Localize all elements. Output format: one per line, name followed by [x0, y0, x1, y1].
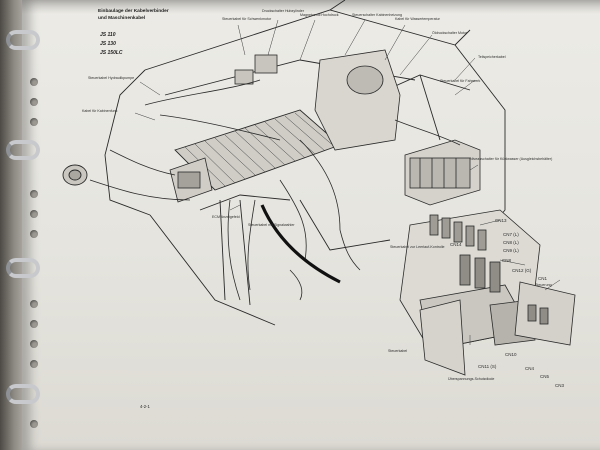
- model-js130: JS 130: [100, 41, 116, 47]
- heading-line-1: Einbaulage der Kabelverbinder: [98, 8, 169, 14]
- punch-hole-icon: [30, 360, 38, 368]
- callout-teilspeicher: Teilspeicherkabel: [478, 55, 506, 59]
- punch-hole-icon: [30, 230, 38, 238]
- punch-hole-icon: [30, 320, 38, 328]
- connector-cn8: CN8: [502, 258, 511, 263]
- callout-schwenkmotor: Steuerkabel für Schwenkmotor: [222, 17, 272, 21]
- battery-unit: [404, 139, 481, 206]
- connector-cn8l: CN8 (L): [503, 240, 519, 245]
- model-js150lc: JS 150LC: [100, 50, 123, 56]
- binder-ring-icon: [6, 30, 40, 50]
- connector-cn10: CN10: [505, 352, 517, 357]
- punch-hole-icon: [30, 420, 38, 428]
- connector-cn7: CN7 (L): [503, 232, 519, 237]
- callout-hydraulikpumpe: Steuerkabel Hydraulikpumpe: [88, 76, 134, 80]
- connector-cn1: CN1: [538, 276, 547, 281]
- punch-hole-icon: [30, 98, 38, 106]
- connector-cn3: CN3: [555, 383, 564, 388]
- control-box-detail: [399, 209, 576, 376]
- connector-cn12: CN12 (G): [512, 268, 532, 273]
- wiring-harness: [89, 79, 461, 301]
- binder-ring-icon: [6, 140, 40, 160]
- connector-cn5: CN5: [540, 374, 549, 379]
- page-top-shadow: [22, 0, 600, 14]
- punch-hole-icon: [30, 78, 38, 86]
- model-js110: JS 110: [100, 32, 116, 38]
- callout-kabinenfunk: Kabel für Kabinenfunk: [82, 109, 118, 113]
- cooler-hatching: [184, 112, 336, 187]
- callout-kuehlwasser: Niveauschalter für Kühlwasser (Ausgleich…: [470, 157, 552, 161]
- connector-cn14: CN14: [450, 242, 462, 247]
- connector-cn13: CN13: [495, 218, 507, 223]
- page-number: 4-2-1: [140, 404, 150, 409]
- heading-line-2: und Maschinenkabel: [98, 15, 145, 21]
- callout-magnetventil: Magnetventil Hochdruck: [300, 13, 339, 17]
- callout-fahrwerk: Steuerkabel für Fahrwerk: [440, 79, 481, 83]
- connector-cn11: CN11 (S): [478, 364, 497, 369]
- punch-hole-icon: [30, 340, 38, 348]
- connector-cn4: CN4: [525, 366, 534, 371]
- detail-pointer-curve: [260, 204, 341, 284]
- engine-block: [234, 49, 401, 151]
- ecm-display-panel: [169, 157, 213, 203]
- punch-hole-icon: [30, 210, 38, 218]
- callout-labels: Steuerkabel für Schwenkmotor Druckschalt…: [82, 9, 552, 381]
- callout-leaders: [134, 19, 561, 345]
- callout-kabinenheizung: Steuerschalter Kabinenheizung: [352, 13, 402, 17]
- callout-druckschalter-hub: Druckschalter Hubzylinder: [262, 9, 305, 13]
- connector-labels: CN13 CN14 CN7 (L) CN8 (L) CN9 (L) CN8 CN…: [450, 218, 564, 388]
- callout-oeldruck: Öldruckschalter Motor: [432, 31, 468, 35]
- horn-component: [62, 164, 88, 186]
- callout-leerlauf: Steuerkabel zur Leerlauf-Kontrolle: [390, 245, 445, 249]
- connector-cn9l: CN9 (L): [503, 248, 519, 253]
- callout-steuerkabel: Steuerkabel: [388, 349, 407, 353]
- punch-hole-icon: [30, 118, 38, 126]
- binder-ring-icon: [6, 258, 40, 278]
- punch-hole-icon: [30, 300, 38, 308]
- callout-signalwahler: Steuerkabel mit Signalwahler: [248, 223, 295, 227]
- callout-schutzdiode: Überspannungs-Schutzdiode: [448, 377, 494, 381]
- punch-hole-icon: [30, 190, 38, 198]
- binder-ring-icon: [6, 384, 40, 404]
- callout-wassertemp-upper: Kabel für Wassertemperatur: [395, 17, 441, 21]
- callout-ecm: ECM Anzeigefeld: [212, 215, 240, 219]
- callout-steuerung: Steuerung: [535, 283, 552, 287]
